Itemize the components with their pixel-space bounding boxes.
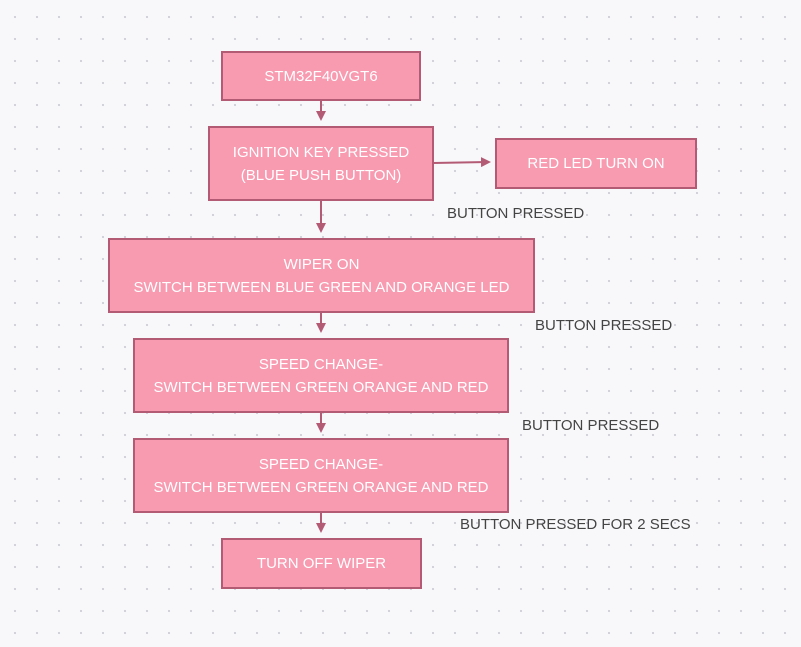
node-speed-change-1-line1: SPEED CHANGE- [258, 355, 384, 373]
node-red-led-text: RED LED TURN ON [527, 155, 665, 172]
node-turn-off-wiper-text: TURN OFF WIPER [256, 555, 387, 572]
node-red-led[interactable]: RED LED TURN ON [495, 138, 697, 189]
edge-label-button-pressed-2: BUTTON PRESSED [535, 317, 673, 334]
node-speed-change-1-line2: SWITCH BETWEEN GREEN ORANGE AND RED [153, 378, 489, 396]
node-stm32-text: STM32F40VGT6 [264, 67, 378, 85]
arrow-ignition-to-red-led [432, 157, 491, 168]
edge-label-button-pressed-1: BUTTON PRESSED [447, 205, 585, 222]
node-wiper-on[interactable]: WIPER ON SWITCH BETWEEN BLUE GREEN AND O… [108, 238, 535, 313]
node-turn-off-wiper[interactable]: TURN OFF WIPER [221, 538, 422, 589]
node-speed-change-2[interactable]: SPEED CHANGE- SWITCH BETWEEN GREEN ORANG… [133, 438, 509, 513]
node-speed-change-1[interactable]: SPEED CHANGE- SWITCH BETWEEN GREEN ORANG… [133, 338, 509, 413]
node-stm32[interactable]: STM32F40VGT6 [221, 51, 421, 101]
node-speed-change-2-line2: SWITCH BETWEEN GREEN ORANGE AND RED [153, 478, 489, 496]
node-ignition-key-line1: IGNITION KEY PRESSED [232, 143, 410, 161]
node-wiper-on-line2: SWITCH BETWEEN BLUE GREEN AND ORANGE LED [133, 278, 510, 296]
node-wiper-on-line1: WIPER ON [283, 255, 360, 273]
edge-label-button-pressed-3: BUTTON PRESSED [522, 417, 660, 434]
node-ignition-key[interactable]: IGNITION KEY PRESSED (BLUE PUSH BUTTON) [208, 126, 434, 201]
node-speed-change-2-line1: SPEED CHANGE- [258, 455, 384, 473]
node-ignition-key-line2: (BLUE PUSH BUTTON) [240, 166, 402, 184]
edge-label-button-pressed-2-secs: BUTTON PRESSED FOR 2 SECS [460, 516, 691, 533]
